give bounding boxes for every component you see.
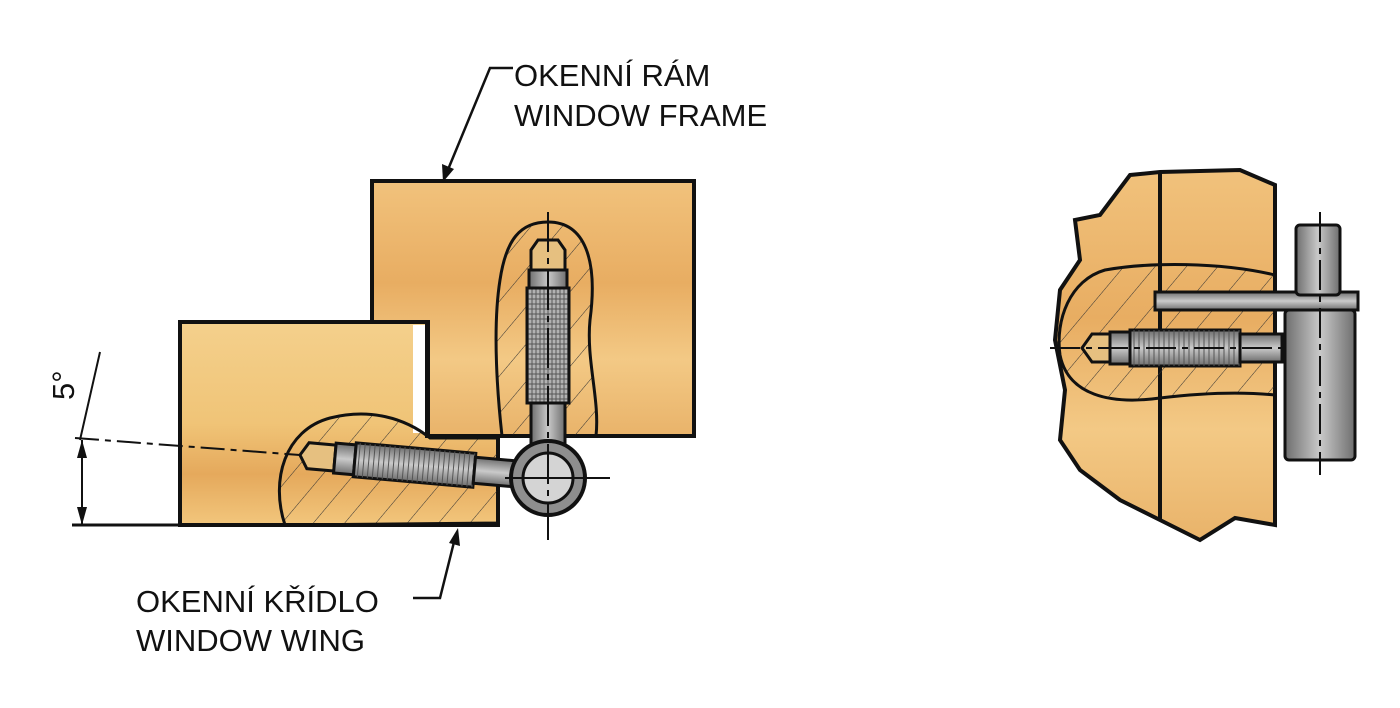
gap bbox=[413, 325, 425, 433]
horizontal-screw bbox=[298, 441, 522, 489]
frame-label-en: WINDOW FRAME bbox=[514, 98, 767, 133]
frame-leader bbox=[442, 66, 513, 182]
frame-label-cz: OKENNÍ RÁM bbox=[514, 58, 710, 93]
angle-label: 5° bbox=[46, 370, 81, 400]
angle-dimension: 5° bbox=[46, 351, 301, 527]
wing-leader bbox=[413, 528, 460, 600]
hinge-knuckle bbox=[505, 212, 610, 540]
wing-label-cz: OKENNÍ KŘÍDLO bbox=[136, 584, 379, 619]
wing-label-en: WINDOW WING bbox=[136, 623, 365, 658]
side-view-pin bbox=[1283, 212, 1357, 475]
side-view-screw bbox=[1050, 328, 1300, 368]
